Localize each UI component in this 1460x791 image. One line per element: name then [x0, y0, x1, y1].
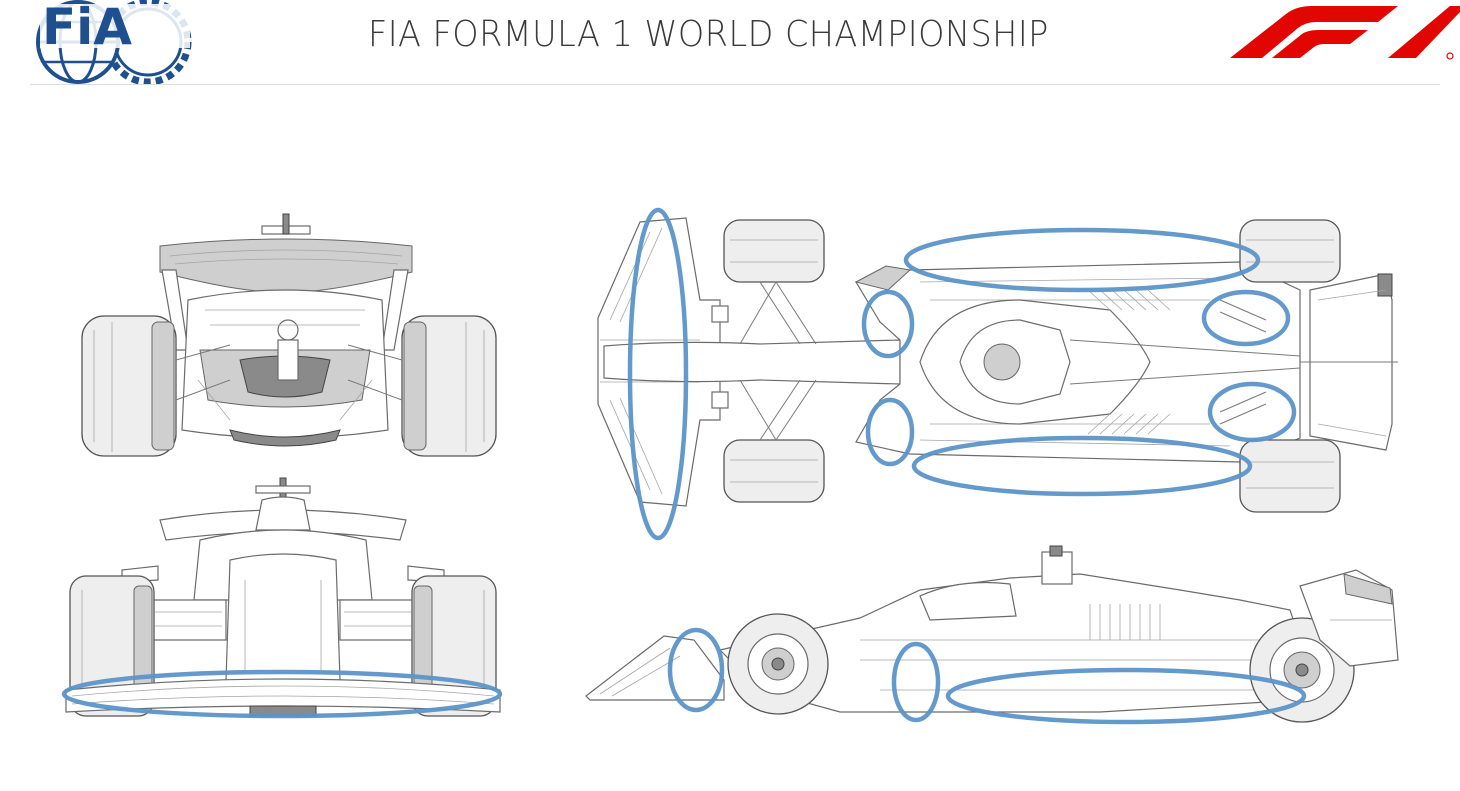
side-view — [585, 545, 1399, 723]
side-airbox — [1041, 551, 1073, 585]
top-rear-left-tyre — [1239, 219, 1341, 283]
airbox — [255, 496, 311, 531]
front-view — [65, 477, 501, 717]
ring-top-front-floor-left — [861, 289, 915, 359]
side-halo — [919, 581, 1017, 621]
driver-helmet — [983, 343, 1021, 381]
ring-top-sidepod-upper — [903, 227, 1261, 293]
nose — [603, 339, 901, 385]
f1-logo — [1230, 6, 1460, 60]
fia-logo-text: FiA — [42, 0, 132, 56]
top-rear-right-tyre — [1239, 439, 1341, 513]
ring-top-sidepod-lower — [911, 435, 1253, 497]
highlight-rings — [61, 207, 1307, 725]
fia-logo: FiA — [36, 0, 192, 84]
ring-side-floor-leading-edge — [891, 641, 941, 723]
rear-view — [81, 213, 497, 457]
front-right-tyre — [411, 575, 497, 717]
front-left-tyre — [69, 575, 155, 717]
top-front-right-tyre — [723, 439, 825, 503]
nose-cone — [225, 553, 341, 686]
rear-light-stalk — [282, 213, 290, 235]
ring-top-rear-suspension-lower — [1207, 381, 1297, 443]
side-front-wing — [585, 635, 725, 701]
front-wing — [65, 678, 501, 713]
header-divider — [30, 84, 1440, 85]
top-view — [597, 217, 1398, 513]
ring-top-rear-suspension-upper — [1201, 289, 1291, 347]
ring-side-front-wing-endplate — [667, 627, 725, 713]
ring-top-front-floor-right — [865, 397, 915, 467]
rear-wing-main-plane — [159, 238, 413, 293]
side-chassis — [718, 573, 1301, 713]
ring-top-front-wing — [627, 207, 689, 541]
header: FiA FIA FORMULA 1 WORLD CHAMPIONSHIP — [0, 0, 1460, 86]
ring-front-view-front-wing — [61, 669, 503, 719]
ring-side-floor-edge — [945, 667, 1307, 725]
top-front-left-tyre — [723, 219, 825, 283]
page-title: FIA FORMULA 1 WORLD CHAMPIONSHIP — [368, 14, 1049, 55]
